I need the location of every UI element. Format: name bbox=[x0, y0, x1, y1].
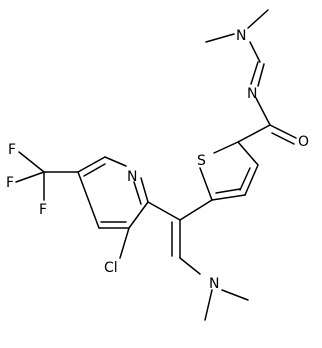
atom-cl: Cl bbox=[104, 260, 118, 276]
bond-n-ch-1 bbox=[250, 61, 259, 85]
atom-n-enamine: N bbox=[209, 276, 219, 292]
atom-f1: F bbox=[8, 142, 16, 158]
bond-pyr-6 bbox=[77, 171, 100, 229]
atom-s: S bbox=[197, 153, 206, 169]
bond-c-cl bbox=[119, 227, 130, 259]
bond-n-me2 bbox=[221, 289, 249, 301]
bond-n-ch-2 bbox=[257, 63, 265, 87]
bond-pyr-3b bbox=[133, 181, 142, 205]
bond-n-me1 bbox=[204, 289, 213, 321]
bond-c-f1 bbox=[18, 151, 45, 173]
bond-pyr-2 bbox=[104, 156, 127, 167]
bond-thio-2 bbox=[213, 141, 239, 154]
atom-o: O bbox=[298, 134, 309, 150]
bond-pyr-4 bbox=[128, 201, 149, 229]
atom-f2: F bbox=[6, 175, 14, 191]
bond-thio-5 bbox=[211, 194, 246, 201]
atom-n-amidine: N bbox=[236, 28, 246, 44]
bond-n-me4 bbox=[205, 33, 235, 43]
bond-ch-n bbox=[249, 41, 261, 63]
atom-n-imine: N bbox=[247, 86, 257, 102]
bond-thio-3 bbox=[237, 141, 259, 166]
atom-n-pyridine: N bbox=[127, 169, 137, 185]
bond-vinyl-thio bbox=[179, 199, 213, 221]
bond-carbonyl-o-2 bbox=[271, 132, 295, 145]
bond-thio-4 bbox=[244, 164, 259, 196]
bond-c-f2 bbox=[15, 171, 45, 183]
atom-labels: F F F N Cl S O N N N bbox=[6, 28, 309, 292]
bond-thio-5b bbox=[215, 188, 241, 194]
bonds bbox=[15, 9, 297, 321]
bond-pyr-1 bbox=[77, 156, 106, 173]
bond-vinyl-n bbox=[179, 257, 201, 275]
bond-pyr-vinyl bbox=[147, 201, 181, 221]
bond-pyr-3 bbox=[140, 177, 149, 203]
bond-carbonyl-n bbox=[255, 97, 271, 126]
bond-thio-4b bbox=[239, 167, 251, 191]
atom-f3: F bbox=[39, 202, 47, 218]
bond-pyr-1b bbox=[83, 163, 106, 177]
bond-thio-carbonyl bbox=[237, 124, 271, 143]
bond-thio-1 bbox=[199, 167, 213, 201]
bond-carbonyl-o-1 bbox=[269, 124, 297, 139]
bond-n-me3 bbox=[247, 9, 269, 29]
